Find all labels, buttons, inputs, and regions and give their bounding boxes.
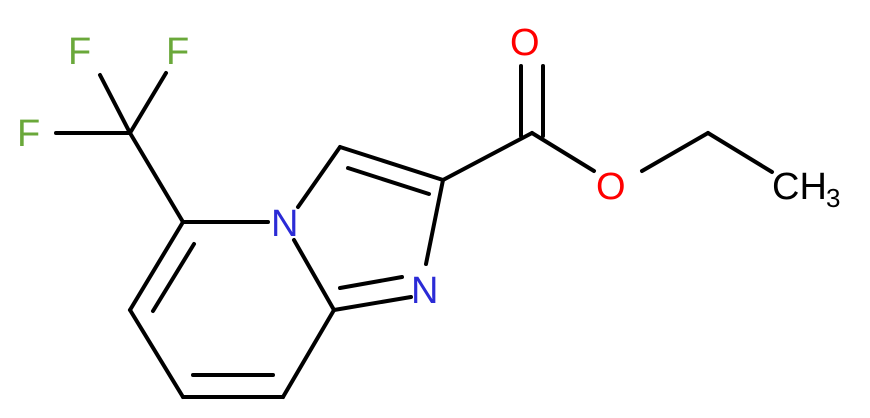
bond-n-imine-c8a — [332, 295, 413, 312]
bond-c5-c6 — [128, 220, 185, 312]
bond-n-c3 — [296, 145, 342, 209]
methyl-subscript: 3 — [826, 183, 840, 213]
fluorine-label-left: F — [17, 113, 40, 155]
bond-c6-c7 — [128, 308, 185, 399]
nitrogen-label-imine: N — [411, 270, 438, 312]
oxygen-label-carbonyl: O — [510, 22, 540, 64]
bond-c2-carbonyl-c — [441, 131, 534, 182]
bond-cf3-f-top-left — [98, 73, 132, 135]
fluorine-label-top-right: F — [166, 31, 189, 73]
bond-ch2-ch3 — [706, 131, 774, 174]
bond-carbonyl-c-o — [530, 131, 596, 173]
bond-o-ch2 — [640, 131, 710, 173]
bond-c2-n-imine — [424, 178, 445, 266]
oxygen-label-ester: O — [596, 166, 626, 208]
bond-cf3-f-top-right — [128, 71, 168, 135]
bond-c8a-n — [292, 238, 336, 312]
bond-cf3-c5 — [128, 131, 185, 224]
nitrogen-label-ring: N — [271, 203, 298, 245]
bond-c3-c2 — [338, 145, 445, 182]
atom-labels: F F F N N O O CH 3 — [17, 22, 840, 312]
bond-c3-c2-inner — [346, 166, 431, 196]
fluorine-label-top-left: F — [68, 31, 91, 73]
bond-n-imine-c8a-inner — [338, 275, 404, 290]
methyl-label: CH — [772, 166, 827, 208]
bonds — [54, 64, 774, 399]
bond-c8-c8a — [281, 308, 336, 399]
bond-c5-c6-inner — [151, 242, 196, 313]
